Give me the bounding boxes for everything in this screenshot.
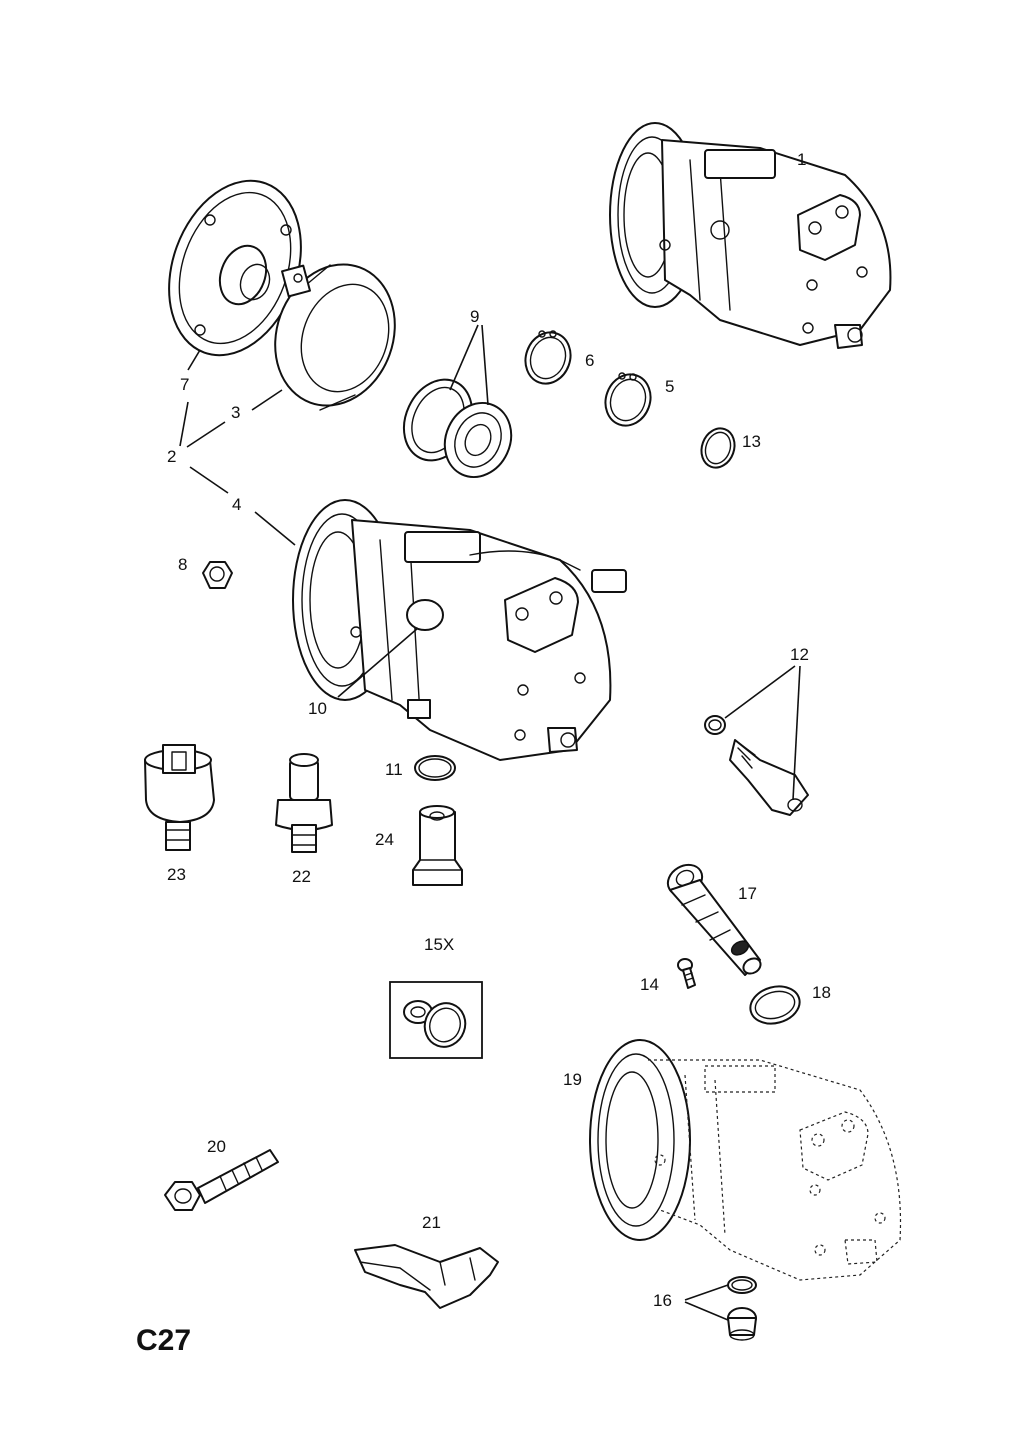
- callout-15x: 15X: [424, 935, 454, 954]
- callout-23: 23: [167, 865, 186, 884]
- callout-12: 12: [790, 645, 809, 664]
- callout-10: 10: [308, 699, 327, 718]
- callout-13: 13: [742, 432, 761, 451]
- callout-21: 21: [422, 1213, 441, 1232]
- part-20-bolt[interactable]: [164, 1149, 279, 1211]
- callout-19: 19: [563, 1070, 582, 1089]
- page-code: C27: [136, 1324, 191, 1357]
- part-1-compressor[interactable]: [609, 122, 892, 349]
- callout-6: 6: [585, 351, 594, 370]
- part-13-ring[interactable]: [696, 424, 740, 473]
- callout-11: 11: [385, 760, 403, 779]
- part-3-clutch-coil[interactable]: [256, 248, 414, 423]
- callout-2: 2: [167, 447, 176, 466]
- part-8-nut[interactable]: [202, 561, 233, 589]
- part-19-compressor[interactable]: [589, 1039, 902, 1281]
- part-4-compressor[interactable]: [292, 499, 627, 761]
- part-12-switch[interactable]: [704, 715, 809, 816]
- callout-9: 9: [470, 307, 479, 326]
- part-23-pressure-switch[interactable]: [144, 744, 215, 851]
- part-14-screw[interactable]: [677, 958, 696, 989]
- callout-20: 20: [207, 1137, 226, 1156]
- part-11-o-ring[interactable]: [414, 755, 456, 781]
- part-17-control-valve[interactable]: [662, 859, 763, 977]
- callout-5: 5: [665, 377, 674, 396]
- part-18-circlip[interactable]: [746, 981, 804, 1029]
- callout-14: 14: [640, 975, 659, 994]
- callout-17: 17: [738, 884, 757, 903]
- callout-8: 8: [178, 555, 187, 574]
- part-22-sensor[interactable]: [275, 753, 333, 853]
- callout-16: 16: [653, 1291, 672, 1310]
- callout-1: 1: [797, 150, 806, 169]
- part-5-circlip[interactable]: [598, 368, 657, 432]
- callout-labels: 1 2 3 4 5 6 7 8 9 10 11 12 13 14 15X 16 …: [167, 150, 831, 1310]
- callout-18: 18: [812, 983, 831, 1002]
- callout-7: 7: [180, 375, 189, 394]
- callout-4: 4: [232, 495, 241, 514]
- part-9-bearing-circlip[interactable]: [391, 368, 523, 488]
- leader-lines: [179, 324, 801, 1321]
- callout-3: 3: [231, 403, 240, 422]
- part-16-plug[interactable]: [727, 1276, 757, 1341]
- part-7-clutch-plate[interactable]: [146, 162, 324, 374]
- part-6-circlip[interactable]: [518, 326, 577, 390]
- part-21-bracket[interactable]: [354, 1244, 499, 1309]
- part-15x-seal-kit[interactable]: [389, 981, 483, 1059]
- callout-24: 24: [375, 830, 394, 849]
- callout-22: 22: [292, 867, 311, 886]
- part-24-fitting[interactable]: [412, 805, 463, 886]
